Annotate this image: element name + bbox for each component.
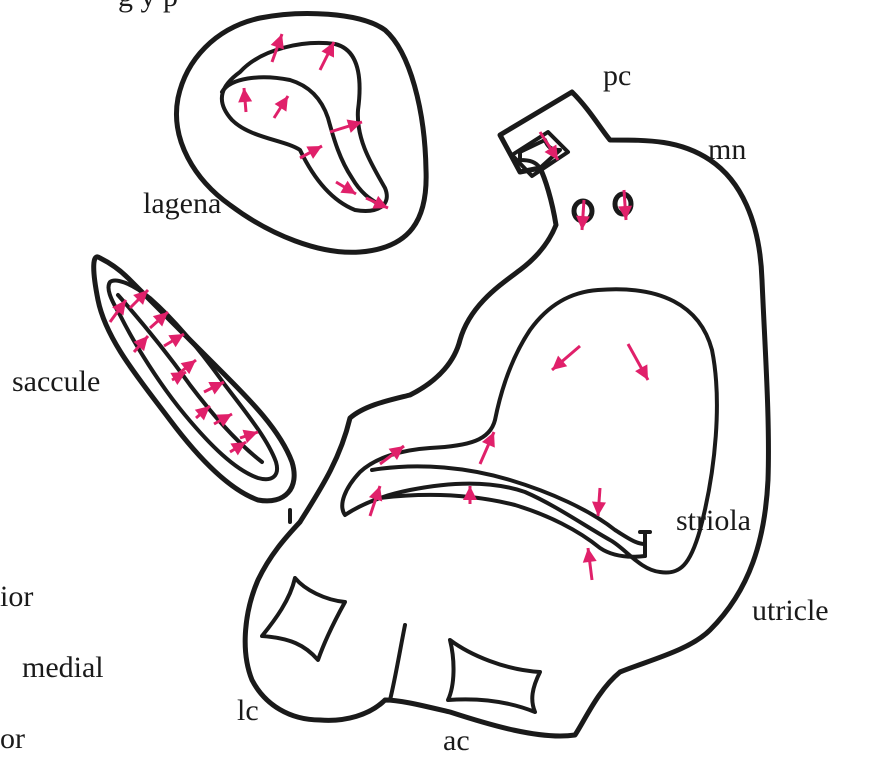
label-striola: striola <box>676 504 751 537</box>
label-mn: mn <box>708 133 746 166</box>
label-anterior-cut: or <box>0 722 25 755</box>
saccule-organ <box>94 257 294 501</box>
label-pc: pc <box>603 59 631 92</box>
label-lc: lc <box>237 694 259 727</box>
utricle-macula-outline <box>342 289 717 572</box>
cut-title-text: g y p <box>118 0 178 13</box>
label-medial: medial <box>22 651 104 684</box>
label-posterior-cut: ior <box>0 580 33 613</box>
label-lagena: lagena <box>143 187 221 220</box>
polarity-arrows <box>110 34 648 580</box>
lc-crista-shape <box>262 578 345 660</box>
polarity-arrow-head <box>576 216 590 230</box>
label-ac: ac <box>443 724 470 757</box>
label-utricle: utricle <box>752 594 829 627</box>
label-saccule: saccule <box>12 365 100 398</box>
polarity-arrow-head <box>463 486 477 500</box>
polarity-arrow-head <box>238 88 252 103</box>
lagena-inner-outline-outer <box>222 43 387 211</box>
saccule-outer-outline <box>94 257 294 501</box>
utricle-notch-bottom <box>390 625 405 700</box>
ac-crista-shape <box>448 640 540 712</box>
polarity-arrow-head <box>369 486 382 501</box>
striola-line-lower <box>380 495 645 557</box>
